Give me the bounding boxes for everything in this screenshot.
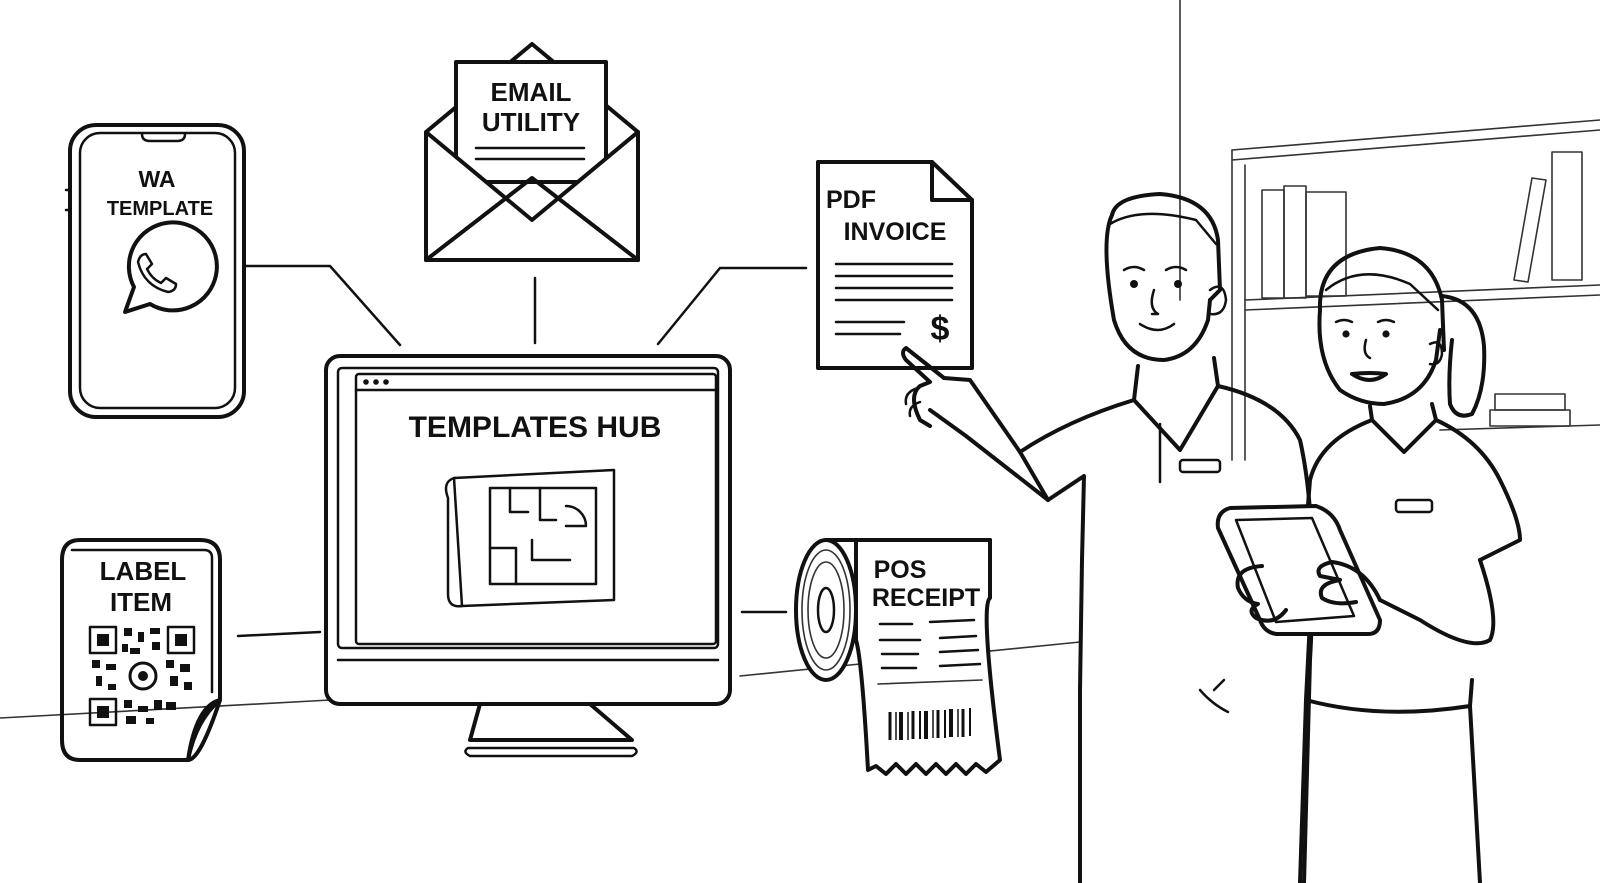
document-icon: PDF INVOICE $ bbox=[826, 186, 954, 348]
man-figure bbox=[901, 192, 1315, 883]
wa-template-phone: WA TEMPLATE bbox=[64, 123, 246, 419]
wa-template-title-line2: TEMPLATE bbox=[107, 198, 213, 220]
whatsapp-icon bbox=[123, 220, 219, 314]
pos-receipt-roll: POS RECEIPT bbox=[794, 538, 1002, 776]
envelope-icon: EMAIL UTILITY bbox=[424, 60, 640, 262]
pos-receipt-title-line1: POS bbox=[874, 556, 927, 584]
pos-receipt-title-line2: RECEIPT bbox=[872, 584, 980, 612]
templates-hub-monitor: TEMPLATES HUB bbox=[324, 354, 732, 758]
pdf-invoice-title-line1: PDF bbox=[826, 186, 876, 214]
label-item-title-line1: LABEL bbox=[100, 556, 187, 586]
room-background bbox=[0, 0, 1600, 719]
woman-figure bbox=[1215, 246, 1522, 883]
templates-hub-title: TEMPLATES HUB bbox=[409, 411, 662, 444]
blueprint-icon bbox=[444, 468, 616, 608]
pdf-invoice-document: PDF INVOICE $ bbox=[816, 160, 974, 370]
receipt-lines bbox=[877, 618, 983, 685]
connectors bbox=[236, 264, 808, 638]
connector-label bbox=[236, 630, 322, 638]
email-utility-title-line2: UTILITY bbox=[482, 107, 580, 137]
qr-code-icon bbox=[88, 625, 196, 727]
connector-wa bbox=[244, 264, 402, 347]
label-item-title-line2: ITEM bbox=[110, 587, 172, 617]
label-item-sticker: LABEL ITEM bbox=[60, 538, 222, 762]
pdf-invoice-title-line2: INVOICE bbox=[844, 218, 947, 246]
email-utility-title-line1: EMAIL bbox=[491, 77, 572, 107]
pdf-invoice-dollar-sign: $ bbox=[931, 310, 950, 348]
connector-pdf bbox=[656, 266, 808, 346]
wa-template-title-line1: WA bbox=[138, 166, 175, 192]
bookshelf bbox=[1231, 119, 1600, 461]
email-utility-envelope: EMAIL UTILITY bbox=[424, 42, 640, 262]
barcode-icon bbox=[888, 708, 971, 740]
